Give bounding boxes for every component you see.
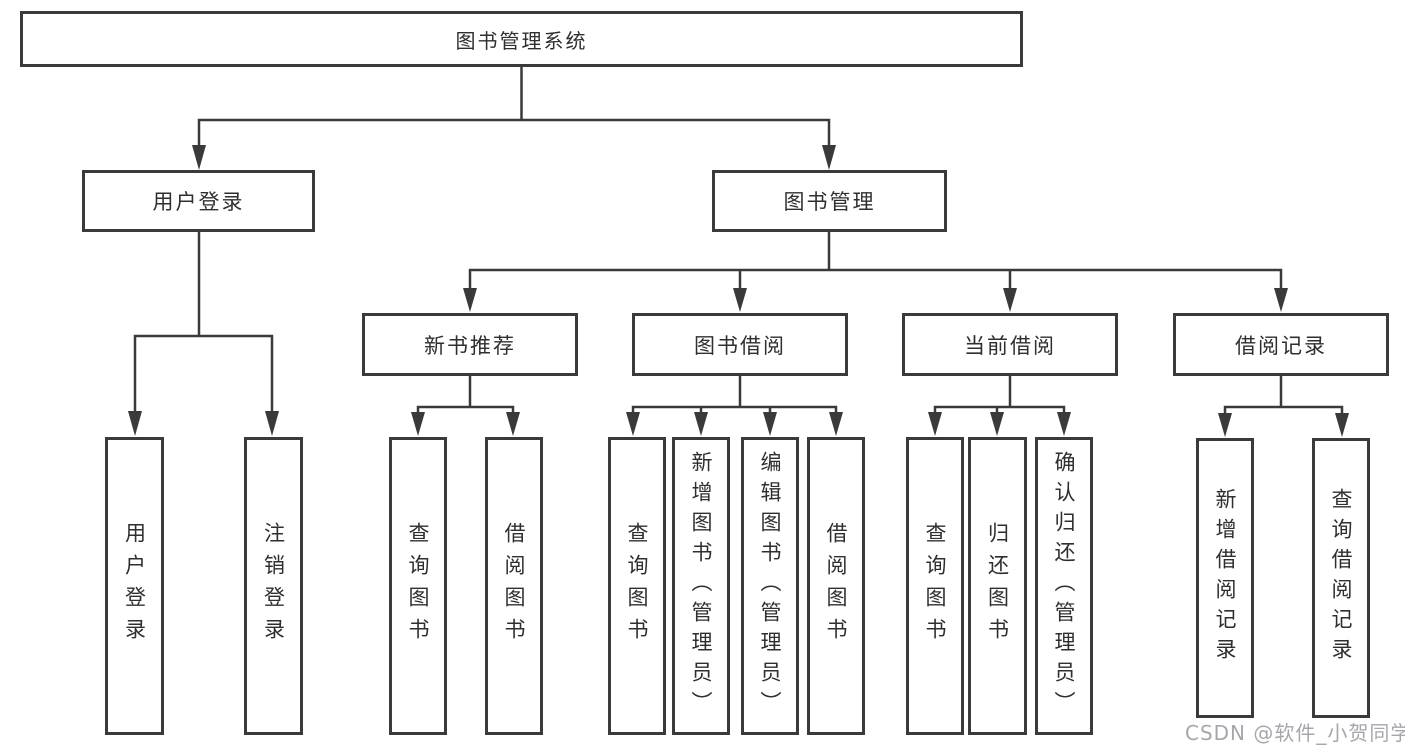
node-user-login: 用户登录	[82, 170, 315, 232]
node-root-library-system: 图书管理系统	[20, 11, 1023, 67]
node-label: 用户登录	[152, 190, 245, 214]
node-leaf-confirm-return-admin: 确认归还（管理员）	[1035, 437, 1093, 735]
node-label: 新增图书（管理员）	[689, 451, 713, 721]
node-leaf-query-borrow-record: 查询借阅记录	[1312, 438, 1370, 718]
csdn-watermark: CSDN @软件_小贺同学	[1185, 721, 1405, 745]
node-label: 图书管理系统	[455, 28, 588, 53]
node-leaf-borrow-books-1: 借阅图书	[485, 437, 543, 735]
node-label: 借阅图书	[502, 522, 526, 650]
node-leaf-add-book-admin: 新增图书（管理员）	[672, 437, 730, 735]
node-label: 图书管理	[783, 190, 876, 214]
node-label: 查询借阅记录	[1329, 488, 1353, 668]
node-label: 归还图书	[985, 522, 1010, 650]
node-label: 查询图书	[625, 522, 649, 650]
node-leaf-logout: 注销登录	[244, 437, 303, 735]
node-label: 查询图书	[923, 522, 947, 650]
node-leaf-borrow-books-2: 借阅图书	[807, 437, 865, 735]
node-leaf-edit-book-admin: 编辑图书（管理员）	[741, 437, 799, 735]
node-current-borrowing: 当前借阅	[902, 313, 1118, 376]
node-leaf-query-books-1: 查询图书	[389, 437, 447, 735]
node-label: 借阅记录	[1235, 333, 1327, 358]
node-leaf-query-books-3: 查询图书	[906, 437, 964, 735]
node-leaf-return-book: 归还图书	[968, 437, 1027, 735]
node-leaf-add-borrow-record: 新增借阅记录	[1196, 438, 1254, 718]
node-label: 编辑图书（管理员）	[758, 451, 782, 721]
node-label: 查询图书	[406, 522, 430, 650]
arrowhead-icons	[128, 145, 1349, 437]
node-label: 借阅图书	[824, 522, 848, 650]
node-label: 新书推荐	[424, 333, 516, 358]
node-label: 用户登录	[122, 522, 147, 650]
node-book-borrowing: 图书借阅	[632, 313, 848, 376]
node-new-book-recommend: 新书推荐	[362, 313, 578, 376]
node-label: 新增借阅记录	[1213, 488, 1237, 668]
node-leaf-query-books-2: 查询图书	[608, 437, 666, 735]
node-label: 图书借阅	[694, 333, 786, 358]
node-label: 当前借阅	[964, 333, 1056, 358]
node-leaf-user-login: 用户登录	[105, 437, 164, 735]
node-label: 确认归还（管理员）	[1052, 451, 1076, 721]
node-borrowing-records: 借阅记录	[1173, 313, 1389, 376]
node-label: 注销登录	[261, 522, 286, 650]
node-book-management: 图书管理	[712, 170, 947, 232]
